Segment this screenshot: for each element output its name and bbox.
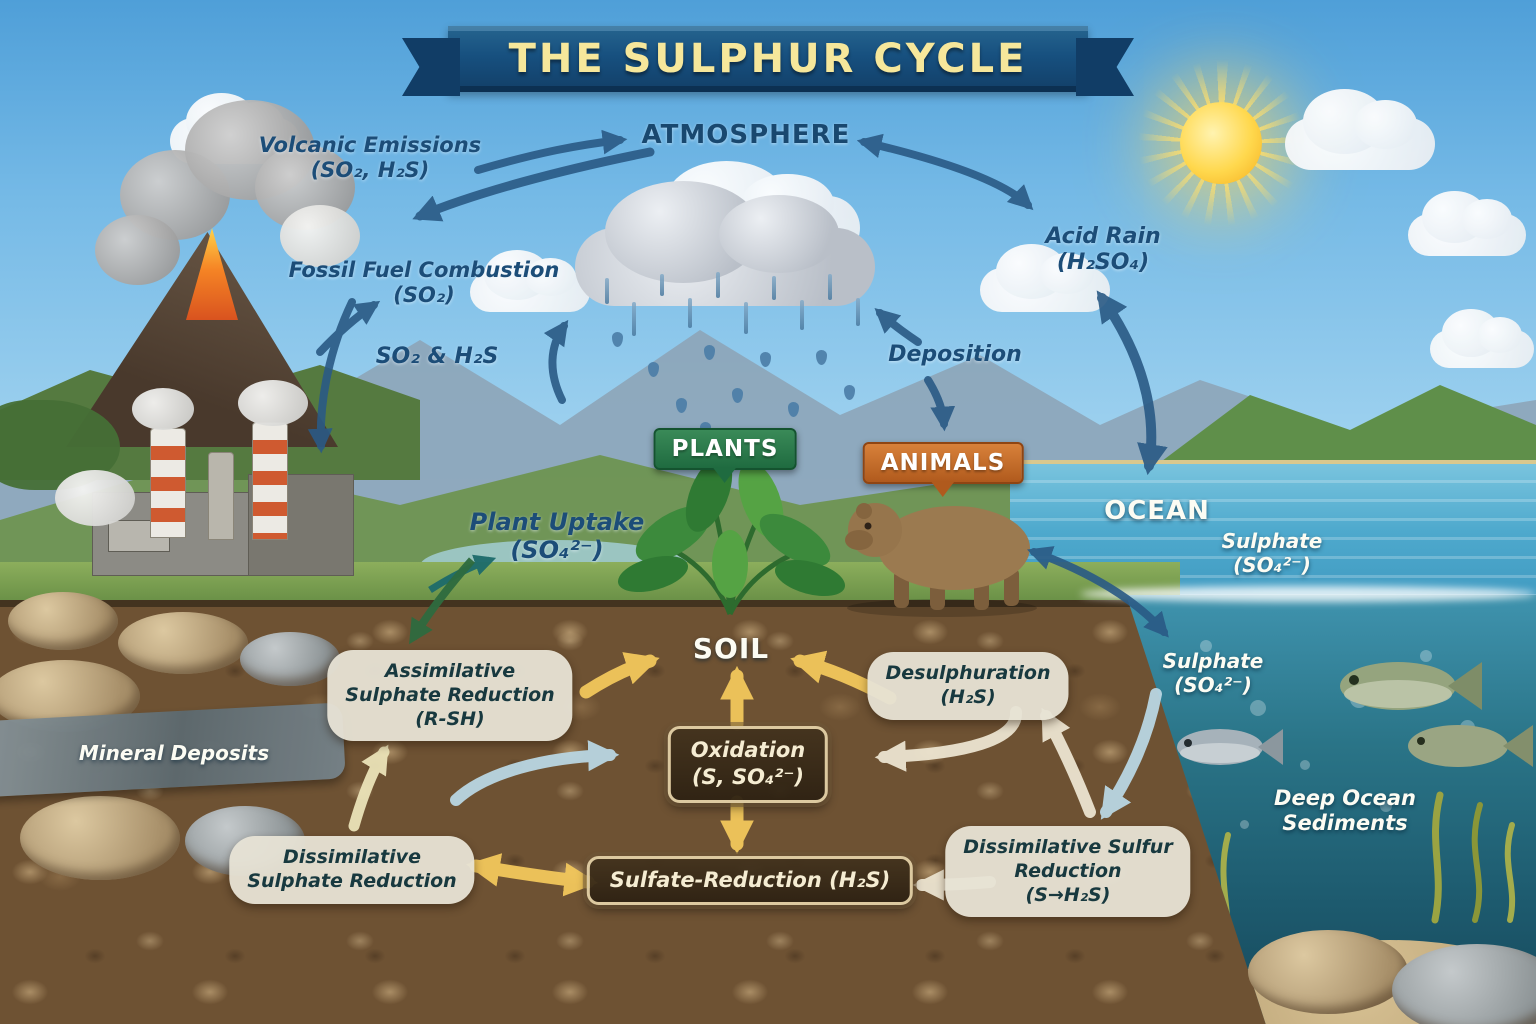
factory-smoke [132, 388, 194, 430]
ocean-label: OCEAN [1104, 496, 1210, 526]
rock [1392, 944, 1536, 1024]
rock [8, 592, 118, 650]
sulphate-surface-label: Sulphate(SO₄²⁻) [1221, 529, 1323, 577]
smokestack [208, 452, 234, 540]
raindrop [732, 388, 743, 403]
plant-uptake-label: Plant Uptake(SO₄²⁻) [469, 508, 645, 565]
plant-illustration [617, 456, 846, 616]
cloud [1285, 89, 1435, 170]
soil-label: SOIL [692, 632, 770, 665]
smokestack [252, 422, 288, 540]
raindrop [605, 278, 609, 304]
raindrop [856, 298, 860, 326]
fish-icon [1408, 725, 1533, 767]
fish-icon [1340, 662, 1482, 710]
raindrop [632, 302, 636, 336]
raindrop [788, 402, 799, 417]
sun-icon [1180, 102, 1262, 184]
volcano-smoke [95, 215, 180, 285]
raindrop [816, 350, 827, 365]
oxidation-box: Oxidation (S, SO₄²⁻) [667, 726, 829, 803]
fish-icon [1177, 729, 1283, 765]
raindrop [772, 276, 776, 300]
volcanic-emissions-label: Volcanic Emissions(SO₂, H₂S) [258, 133, 482, 182]
atmosphere-label: ATMOSPHERE [641, 120, 851, 150]
plants-tag: PLANTS [653, 428, 797, 470]
assimilative-bubble: Assimilative Sulphate Reduction (R-SH) [327, 650, 573, 742]
so2-h2s-label: SO₂ & H₂S [375, 344, 499, 369]
raindrop [744, 302, 748, 334]
volcano-smoke [280, 205, 360, 267]
shoreline-foam [1080, 586, 1536, 602]
acid-rain-label: Acid Rain(H₂SO₄) [1045, 224, 1161, 275]
deposition-label: Deposition [888, 342, 1022, 367]
sulfate-reduction-box: Sulfate-Reduction (H₂S) [586, 856, 914, 906]
mineral-deposits-label: Mineral Deposits [78, 741, 270, 765]
raindrop [676, 398, 687, 413]
fossil-fuel-label: Fossil Fuel Combustion(SO₂) [288, 258, 560, 307]
dissimilative-sulfur-bubble: Dissimilative Sulfur Reduction (S→H₂S) [945, 826, 1191, 918]
raindrop [716, 272, 720, 298]
factory-smoke [238, 380, 308, 426]
rock [1248, 930, 1408, 1014]
animal-illustration [845, 503, 1037, 617]
factory-smoke [55, 470, 135, 526]
raindrop [688, 298, 692, 328]
page-title: THE SULPHUR CYCLE [508, 36, 1028, 82]
smokestack [150, 428, 186, 538]
rock [20, 796, 180, 880]
rock [118, 612, 248, 674]
cloud [1408, 190, 1526, 256]
animals-tag: ANIMALS [862, 442, 1024, 484]
desulphuration-bubble: Desulphuration (H₂S) [867, 652, 1069, 720]
title-banner: THE SULPHUR CYCLE [448, 26, 1088, 92]
raindrop [612, 332, 623, 347]
sulphate-deep-label: Sulphate(SO₄²⁻) [1162, 649, 1264, 697]
rock [240, 632, 340, 686]
raindrop [844, 385, 855, 400]
cloud [470, 250, 590, 312]
raindrop [704, 345, 715, 360]
raindrop [800, 300, 804, 330]
seaweed [1431, 791, 1516, 924]
dissimilative-sulphate-bubble: Dissimilative Sulphate Reduction [229, 836, 475, 904]
raindrop [648, 362, 659, 377]
cloud [980, 243, 1110, 312]
raindrop [660, 274, 664, 296]
raindrop [828, 274, 832, 300]
raindrop [760, 352, 771, 367]
cloud [1430, 309, 1534, 368]
